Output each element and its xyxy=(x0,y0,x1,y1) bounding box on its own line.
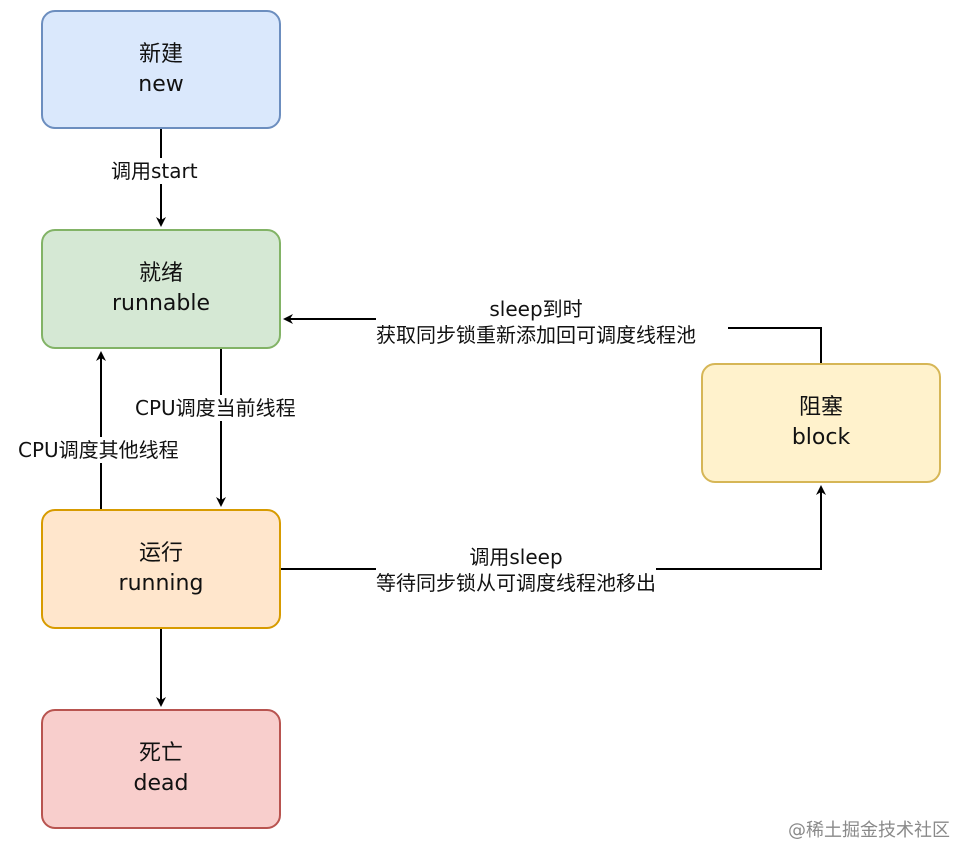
edge-label-call-sleep-line2: 等待同步锁从可调度线程池移出 xyxy=(376,571,656,595)
edge-block-to-runnable xyxy=(728,327,822,363)
state-block-en-label: block xyxy=(791,425,851,450)
state-dead-en-label: dead xyxy=(133,771,189,796)
state-runnable: 就绪 runnable xyxy=(41,229,281,349)
state-block-zh-label: 阻塞 xyxy=(798,395,843,420)
watermark: @稀土掘金技术社区 xyxy=(788,820,950,841)
state-running: 运行 running xyxy=(41,509,281,629)
state-new-en-label: new xyxy=(138,71,184,97)
state-running-en-label: running xyxy=(118,571,204,596)
state-dead: 死亡 dead xyxy=(41,709,281,829)
edge-label-call-sleep-line1: 调用sleep xyxy=(469,545,563,569)
state-block: 阻塞 block xyxy=(701,363,941,483)
edge-label-call-start: 调用start xyxy=(111,158,198,184)
edge-label-sleep-timeout-line1: sleep到时 xyxy=(489,297,583,321)
state-running-zh-label: 运行 xyxy=(138,541,183,566)
edge-label-cpu-schedule-other: CPU调度其他线程 xyxy=(18,437,179,463)
state-new: 新建 new xyxy=(41,10,281,129)
state-new-zh-label: 新建 xyxy=(138,41,183,67)
edge-label-call-sleep: 调用sleep 等待同步锁从可调度线程池移出 xyxy=(376,544,656,596)
edge-label-cpu-schedule-current: CPU调度当前线程 xyxy=(135,395,296,421)
edge-label-sleep-timeout: sleep到时 获取同步锁重新添加回可调度线程池 xyxy=(376,296,696,348)
state-dead-zh-label: 死亡 xyxy=(138,741,183,766)
state-runnable-en-label: runnable xyxy=(112,291,210,316)
state-runnable-zh-label: 就绪 xyxy=(138,261,183,286)
edge-label-sleep-timeout-line2: 获取同步锁重新添加回可调度线程池 xyxy=(376,323,696,347)
